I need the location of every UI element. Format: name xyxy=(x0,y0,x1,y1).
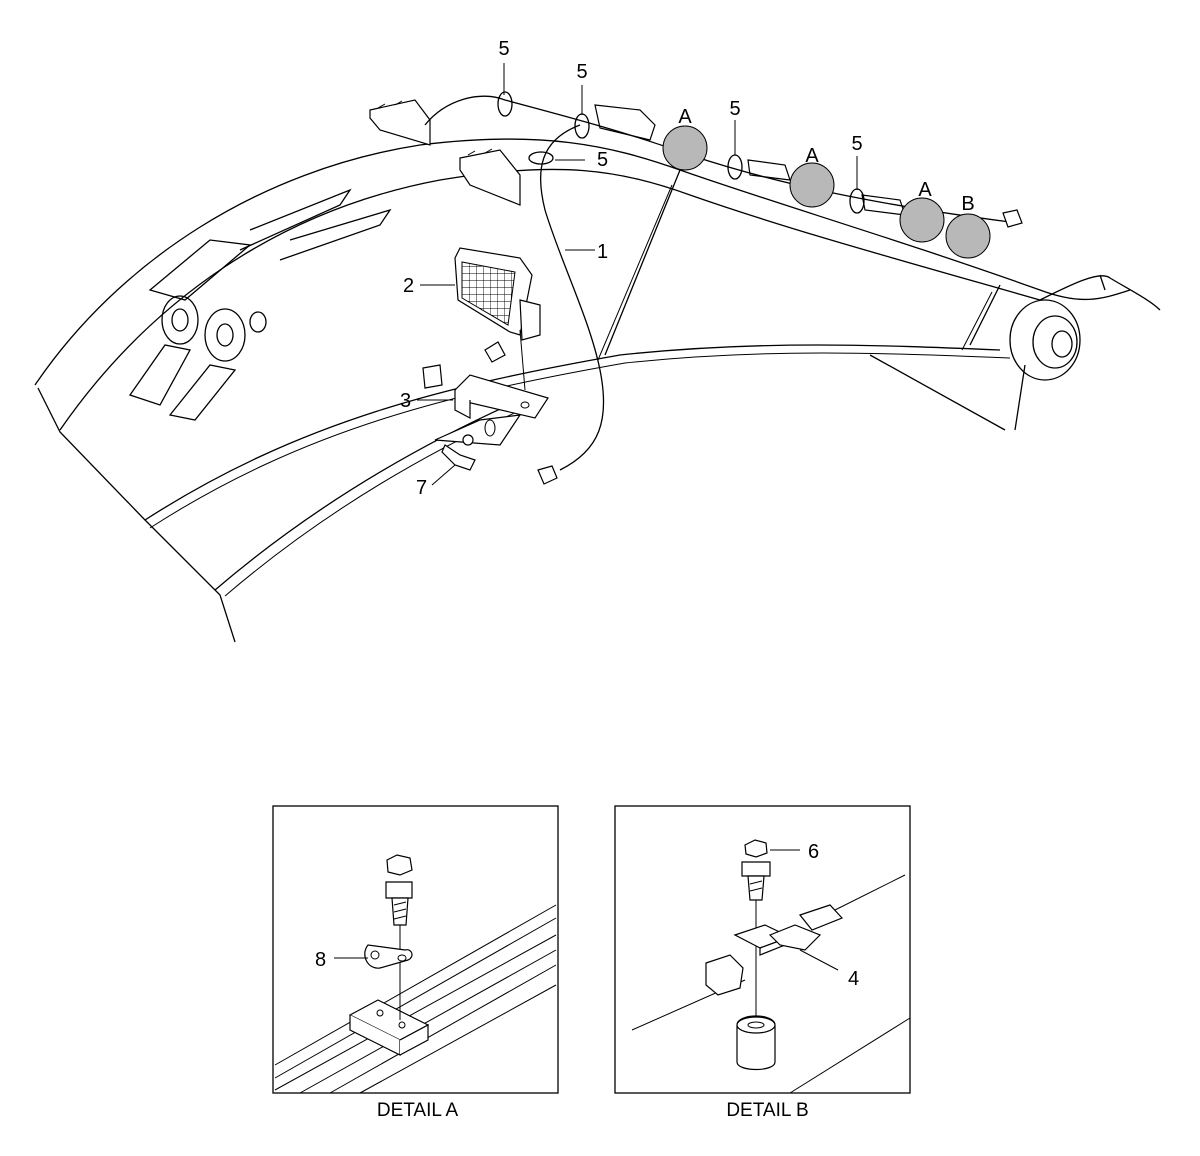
detail-a-caption: DETAIL A xyxy=(376,1100,459,1121)
detail-a-box: 8 xyxy=(272,805,559,1094)
callout-clip: 4 xyxy=(848,968,859,990)
lamp-bracket xyxy=(422,341,549,471)
cable-guides xyxy=(369,99,906,216)
detail-b-caption: DETAIL B xyxy=(726,1100,809,1121)
cable-bands xyxy=(497,91,865,214)
callout-clamp: 8 xyxy=(315,949,326,971)
callout-harness: 1 xyxy=(597,241,608,263)
work-lamp xyxy=(454,247,541,391)
marker-label-a-2: A xyxy=(805,145,819,167)
callout-work-lamp: 2 xyxy=(403,275,414,297)
detail-b-box: 6 4 xyxy=(614,805,911,1094)
detail-a-marker-2 xyxy=(789,162,835,208)
callout-band-4: 5 xyxy=(729,98,740,120)
boom-outline xyxy=(34,138,1161,643)
callout-bolt: 6 xyxy=(808,841,819,863)
callout-bracket: 3 xyxy=(400,390,411,412)
callout-bolt-set: 7 xyxy=(416,477,427,499)
marker-label-a-3: A xyxy=(918,179,932,201)
detail-a-marker-3 xyxy=(899,197,945,243)
detail-b-marker xyxy=(945,213,991,259)
callouts-main: 5 5 5 5 5 1 2 3 7 A A A B xyxy=(400,38,975,499)
marker-label-a-1: A xyxy=(678,106,692,128)
callout-band-2: 5 xyxy=(576,61,587,83)
callout-band-3: 5 xyxy=(597,149,608,171)
detail-a-marker-1 xyxy=(662,125,708,171)
marker-label-b: B xyxy=(961,193,974,215)
callout-band-5: 5 xyxy=(851,133,862,155)
leader-lines xyxy=(417,63,858,486)
detail-markers xyxy=(662,125,991,259)
callout-band-1: 5 xyxy=(498,38,509,60)
